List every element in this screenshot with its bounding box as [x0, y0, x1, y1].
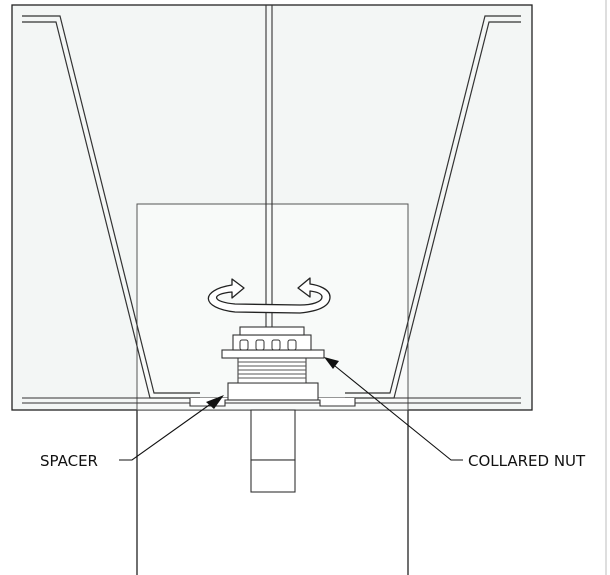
- left-frame-outer: [22, 15, 200, 394]
- collared-nut-leader: [334, 365, 463, 461]
- spacer-arrowhead: [206, 395, 224, 409]
- rotation-arrow-icon: [207, 277, 331, 314]
- nut-collar: [221, 349, 325, 359]
- collared-nut-arrowhead: [324, 357, 339, 369]
- nut-cap: [239, 326, 305, 336]
- collared-nut-label: COLLARED NUT: [468, 452, 586, 470]
- spacer-label: SPACER: [40, 452, 98, 470]
- thread-lines: [238, 361, 306, 379]
- socket-lower: [250, 459, 296, 493]
- spacer-leader: [119, 402, 213, 461]
- nut-slots: [239, 339, 297, 351]
- socket-upper: [250, 409, 296, 461]
- spacer-block: [227, 382, 319, 401]
